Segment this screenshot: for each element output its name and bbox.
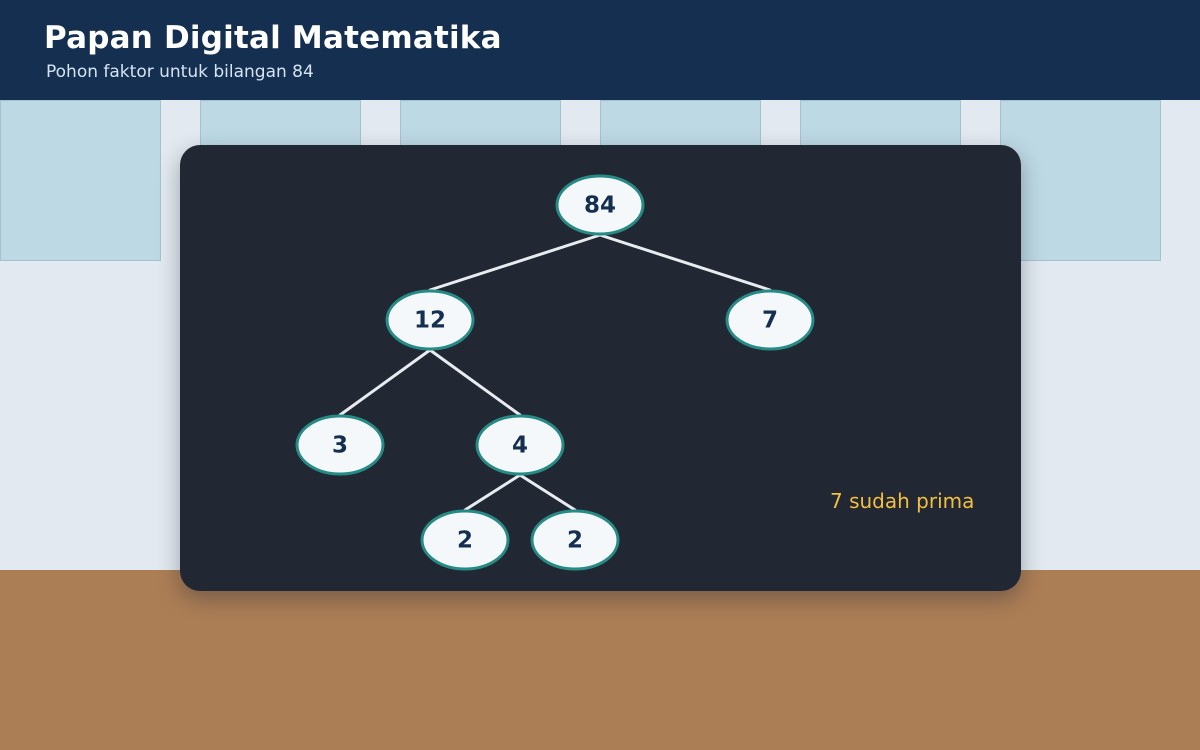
tree-node: 2	[530, 509, 620, 571]
node-label: 2	[567, 528, 583, 554]
tree-edges	[338, 233, 772, 512]
tree-node: 84	[555, 174, 645, 236]
page-subtitle: Pohon faktor untuk bilangan 84	[46, 62, 314, 82]
node-circle	[420, 509, 510, 571]
tree-node: 12	[385, 289, 475, 351]
tree-edge	[338, 348, 432, 417]
tree-edge	[428, 233, 602, 292]
node-label: 2	[457, 528, 473, 554]
tree-edge	[518, 473, 577, 512]
node-label: 3	[332, 433, 348, 459]
node-label: 7	[762, 308, 778, 334]
node-circle	[295, 414, 385, 476]
header-bar: Papan Digital Matematika Pohon faktor un…	[0, 0, 1200, 100]
node-label: 84	[584, 193, 616, 219]
tree-edge	[428, 348, 522, 417]
tree-node: 3	[295, 414, 385, 476]
tree-edge	[463, 473, 522, 512]
tree-edge	[598, 233, 772, 292]
page-title: Papan Digital Matematika	[44, 20, 502, 56]
window-pane	[0, 100, 161, 261]
tree-nodes: 84 12 7 3 4 2 2	[295, 174, 815, 571]
tree-node: 2	[420, 509, 510, 571]
node-circle	[530, 509, 620, 571]
prime-note: 7 sudah prima	[830, 489, 975, 513]
node-circle	[725, 289, 815, 351]
floor	[0, 570, 1200, 750]
node-circle	[475, 414, 565, 476]
node-label: 4	[512, 433, 528, 459]
node-label: 12	[414, 308, 446, 334]
node-circle	[555, 174, 645, 236]
tree-node: 4	[475, 414, 565, 476]
node-circle	[385, 289, 475, 351]
tree-node: 7	[725, 289, 815, 351]
